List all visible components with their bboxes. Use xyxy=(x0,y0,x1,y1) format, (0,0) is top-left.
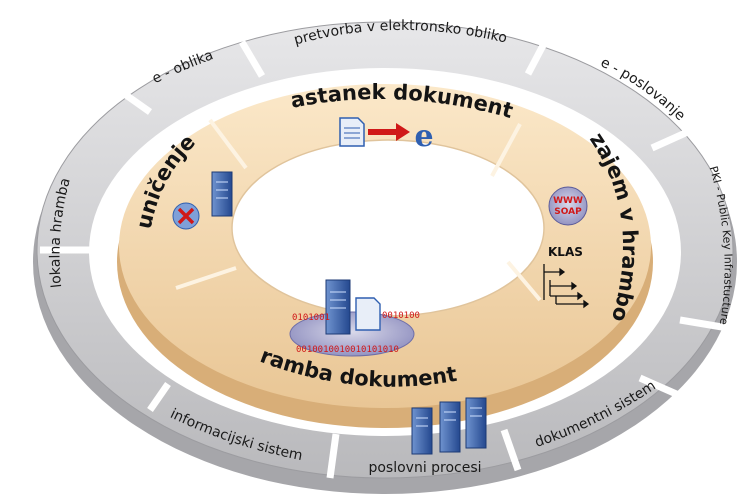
e-letter-icon: e xyxy=(414,119,433,154)
delete-x-icon xyxy=(172,202,200,230)
www-label: WWW xyxy=(553,196,583,206)
binary-text-bottom: 0010010010010101010 xyxy=(296,345,399,355)
binary-text-right: 0010100 xyxy=(382,311,420,321)
arrow-right-icon xyxy=(368,123,410,141)
server-icon xyxy=(211,171,233,217)
document-icon xyxy=(339,117,365,147)
hierarchy-tree-icon xyxy=(543,264,590,309)
servers-icon xyxy=(411,397,487,455)
klas-label: KLAS xyxy=(548,245,583,259)
server-stack-icon xyxy=(325,279,381,335)
inner-ring xyxy=(117,84,653,428)
soap-label: SOAP xyxy=(554,207,582,217)
globe-icon: WWW SOAP xyxy=(548,186,588,226)
outer-label-bottom-center: poslovni procesi xyxy=(368,460,481,476)
storage-disc-icon xyxy=(289,311,415,357)
binary-text-top: 0101001 xyxy=(292,313,330,323)
